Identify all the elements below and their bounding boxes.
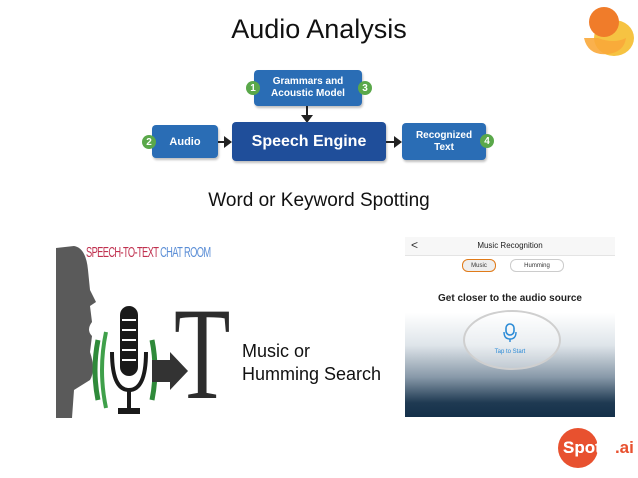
arrow-down-head-icon bbox=[301, 115, 313, 123]
arrow-engine-text bbox=[386, 141, 395, 143]
spotle-logo-mark bbox=[558, 428, 598, 468]
step-1-badge: 1 bbox=[246, 81, 260, 95]
grammars-box: Grammars and Acoustic Model bbox=[254, 70, 362, 106]
arrow-down bbox=[306, 106, 308, 118]
brand-blob-icon bbox=[584, 7, 634, 56]
recognized-text-box: Recognized Text bbox=[402, 123, 486, 160]
banner-right-text: CHAT ROOM bbox=[160, 244, 211, 261]
music-humming-label: Music or Humming Search bbox=[242, 341, 382, 384]
speech-to-text-illustration: SPEECH-TO-TEXT CHAT ROOM T bbox=[56, 240, 230, 420]
step-2-badge: 2 bbox=[142, 135, 156, 149]
tap-to-start-button[interactable] bbox=[463, 310, 561, 370]
speech-engine-box: Speech Engine bbox=[232, 122, 386, 161]
page-title: Audio Analysis bbox=[231, 14, 407, 44]
tab-humming[interactable]: Humming bbox=[510, 259, 564, 272]
step-3-badge: 3 bbox=[358, 81, 372, 95]
arrow-audio-engine bbox=[218, 141, 226, 143]
arrow-right-head-icon bbox=[224, 136, 232, 148]
audio-source-prompt: Get closer to the audio source bbox=[438, 293, 582, 304]
keyword-spotting-label: Word or Keyword Spotting bbox=[208, 190, 430, 211]
spotle-logo-text: Spotle.ai bbox=[563, 438, 634, 458]
audio-box: Audio bbox=[152, 125, 218, 158]
banner-left-text: SPEECH-TO-TEXT bbox=[86, 244, 159, 261]
big-letter-t: T bbox=[174, 280, 231, 427]
banner-speech-to-text: SPEECH-TO-TEXT CHAT ROOM bbox=[86, 244, 211, 261]
back-chevron-icon[interactable]: < bbox=[411, 238, 419, 252]
music-recognition-screenshot: < Music Recognition Music Humming Get cl… bbox=[405, 237, 615, 417]
logo-label: Spotle.ai bbox=[563, 438, 634, 457]
tab-music[interactable]: Music bbox=[462, 259, 496, 272]
step-4-badge: 4 bbox=[480, 134, 494, 148]
tap-to-start-label: Tap to Start bbox=[494, 349, 526, 355]
speaking-head-icon bbox=[56, 246, 188, 418]
phone-title: Music Recognition bbox=[477, 241, 543, 250]
phone-header: < Music Recognition bbox=[405, 237, 615, 256]
arrow-right-head-icon bbox=[394, 136, 402, 148]
microphone-icon bbox=[503, 323, 517, 342]
